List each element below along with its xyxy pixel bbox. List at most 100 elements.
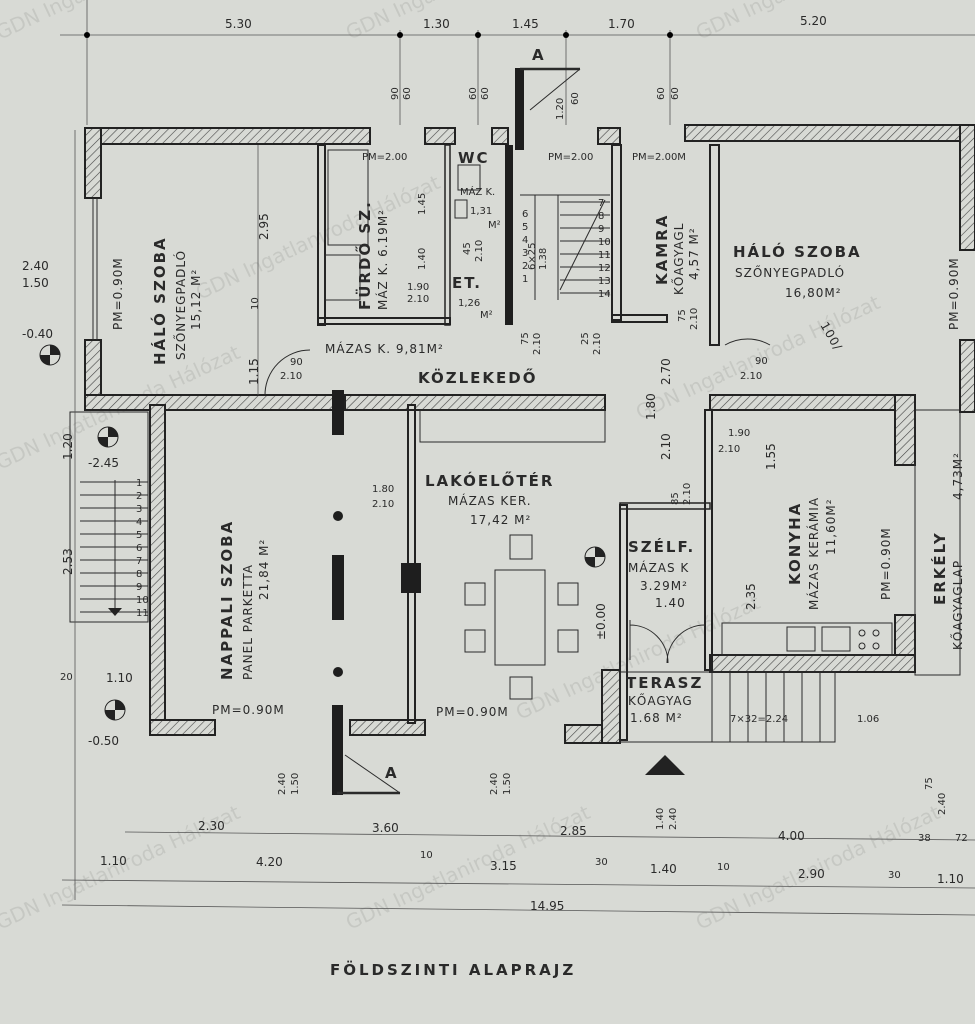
outdoor-stair-step-number: 4 <box>136 517 142 528</box>
svg-text:GDN Ingatlaniroda Hálózat: GDN Ingatlaniroda Hálózat <box>342 0 594 45</box>
svg-text:2.10: 2.10 <box>532 333 543 355</box>
svg-text:GDN Ingatlaniroda Hálózat: GDN Ingatlaniroda Hálózat <box>0 0 244 45</box>
svg-text:2.10: 2.10 <box>740 371 762 382</box>
room-halo-szoba-2: HÁLÓ SZOBA SZŐNYEGPADLÓ 16,80M² PM=0.90M… <box>733 242 961 353</box>
svg-text:2.40: 2.40 <box>489 773 500 795</box>
svg-text:KONYHA: KONYHA <box>786 502 804 585</box>
svg-text:1.20: 1.20 <box>61 433 75 460</box>
svg-text:4.00: 4.00 <box>778 829 805 843</box>
svg-text:KŐAGYAGLAP: KŐAGYAGLAP <box>950 560 965 650</box>
svg-text:1.80: 1.80 <box>644 393 658 420</box>
svg-text:2.40: 2.40 <box>668 808 679 830</box>
svg-text:2.10: 2.10 <box>407 294 429 305</box>
level-marker-icon <box>104 699 126 721</box>
svg-text:SZŐNYEGPADLÓ: SZŐNYEGPADLÓ <box>735 265 845 280</box>
svg-text:KŐAGYAGL: KŐAGYAGL <box>671 223 686 295</box>
room-kozlekedo: MÁZAS K. 9,81M² KÖZLEKEDŐ <box>325 341 537 387</box>
svg-text:ERKÉLY: ERKÉLY <box>930 531 949 605</box>
svg-text:2.10: 2.10 <box>689 308 700 330</box>
stair-step-number: 7 <box>598 198 604 209</box>
svg-text:11,60M²: 11,60M² <box>824 498 838 555</box>
svg-text:PM=0.90M: PM=0.90M <box>947 257 961 330</box>
svg-text:PM=0.90M: PM=0.90M <box>212 703 285 717</box>
svg-text:3.15: 3.15 <box>490 859 517 873</box>
room-wc: WC MÁZ K. 1,31 M² <box>458 149 501 231</box>
stair-step-number: 5 <box>522 222 528 233</box>
svg-text:60: 60 <box>468 87 479 100</box>
svg-text:85: 85 <box>670 492 681 505</box>
svg-text:1.20: 1.20 <box>555 98 566 120</box>
svg-text:KŐAGYAG: KŐAGYAG <box>628 693 693 708</box>
svg-text:4.20: 4.20 <box>256 855 283 869</box>
svg-text:1.45: 1.45 <box>512 17 539 31</box>
stair-step-number: 6 <box>522 209 528 220</box>
svg-text:2.40: 2.40 <box>22 259 49 273</box>
svg-text:30: 30 <box>888 870 901 881</box>
stair-step-number: 10 <box>598 237 611 248</box>
svg-text:MÁZ K.: MÁZ K. <box>460 185 495 198</box>
svg-text:2.90: 2.90 <box>798 867 825 881</box>
svg-text:1.90: 1.90 <box>728 428 750 439</box>
level-marker-icon <box>97 426 119 448</box>
outdoor-stair-step-number: 8 <box>136 569 142 580</box>
room-terasz: TERASZ KŐAGYAG 1.68 M² <box>626 674 703 725</box>
stair-step-number: 1 <box>522 274 528 285</box>
room-furdo: FÜRDŐ SZ. MÁZ K. 6.19M² PM=2.00 <box>354 152 407 310</box>
svg-text:TERASZ: TERASZ <box>626 674 703 692</box>
svg-text:30: 30 <box>595 857 608 868</box>
svg-text:10: 10 <box>717 862 730 873</box>
svg-text:60: 60 <box>480 87 491 100</box>
outdoor-stair-step-number: 2 <box>136 491 142 502</box>
stair-step-number: 4 <box>522 235 528 246</box>
outdoor-stair-step-number: 11 <box>136 608 149 619</box>
svg-text:HÁLÓ SZOBA: HÁLÓ SZOBA <box>733 242 862 261</box>
svg-text:2.35: 2.35 <box>744 583 758 610</box>
room-et: ET. 1,26 M² <box>452 274 493 321</box>
svg-text:SZÉLF.: SZÉLF. <box>628 537 695 556</box>
svg-text:3.60: 3.60 <box>372 821 399 835</box>
svg-text:4,57 M²: 4,57 M² <box>687 227 701 280</box>
svg-text:PM=2.00M: PM=2.00M <box>632 152 686 163</box>
svg-text:2.10: 2.10 <box>474 240 485 262</box>
svg-text:1.55: 1.55 <box>764 443 778 470</box>
svg-text:16,80M²: 16,80M² <box>785 286 842 300</box>
svg-text:1.40: 1.40 <box>417 248 428 270</box>
room-lakoeloter: LAKÓELŐTÉR MÁZAS KER. 17,42 M² PM=0.90M <box>425 470 552 719</box>
svg-text:1.50: 1.50 <box>290 773 301 795</box>
svg-text:75: 75 <box>677 309 688 322</box>
svg-text:KAMRA: KAMRA <box>653 214 671 285</box>
top-dimension-chain: 5.30 1.30 1.45 1.70 5.20 90 60 60 60 1.2… <box>60 0 975 125</box>
svg-text:25: 25 <box>580 332 591 345</box>
level-marker-icon <box>584 546 606 568</box>
svg-text:10: 10 <box>250 297 261 310</box>
svg-text:A: A <box>385 764 399 782</box>
svg-text:3.29M²: 3.29M² <box>640 579 688 593</box>
svg-text:PM=0.90M: PM=0.90M <box>436 705 509 719</box>
outdoor-stair-step-number: 7 <box>136 556 142 567</box>
svg-text:NAPPALI SZOBA: NAPPALI SZOBA <box>218 520 236 680</box>
svg-text:7×32=2.24: 7×32=2.24 <box>730 714 788 725</box>
svg-text:90: 90 <box>290 357 303 368</box>
svg-text:60: 60 <box>570 92 581 105</box>
room-kamra: KAMRA KŐAGYAGL 4,57 M² PM=2.00M <box>632 152 701 295</box>
svg-text:38: 38 <box>918 833 931 844</box>
svg-text:1.40: 1.40 <box>650 862 677 876</box>
svg-text:MÁZAS KERÁMIA: MÁZAS KERÁMIA <box>806 497 821 610</box>
svg-text:1.50: 1.50 <box>22 276 49 290</box>
room-szelfogo: SZÉLF. MÁZAS K 3.29M² 1.40 <box>628 537 695 610</box>
stair-step-number: 13 <box>598 276 611 287</box>
svg-text:10: 10 <box>420 850 433 861</box>
left-dimension-chain: 2.40 1.50 1.20 2.53 20 1.10 <box>22 130 133 900</box>
svg-text:1.38: 1.38 <box>538 248 549 270</box>
svg-text:15,12 M²: 15,12 M² <box>189 269 203 330</box>
outdoor-stair-step-number: 6 <box>136 543 142 554</box>
svg-text:1.70: 1.70 <box>608 17 635 31</box>
svg-text:1.40: 1.40 <box>655 808 666 830</box>
svg-text:60: 60 <box>402 87 413 100</box>
svg-text:1.10: 1.10 <box>937 872 964 886</box>
svg-text:A: A <box>532 46 546 64</box>
stair-step-number: 8 <box>598 211 604 222</box>
svg-text:KÖZLEKEDŐ: KÖZLEKEDŐ <box>418 367 537 387</box>
